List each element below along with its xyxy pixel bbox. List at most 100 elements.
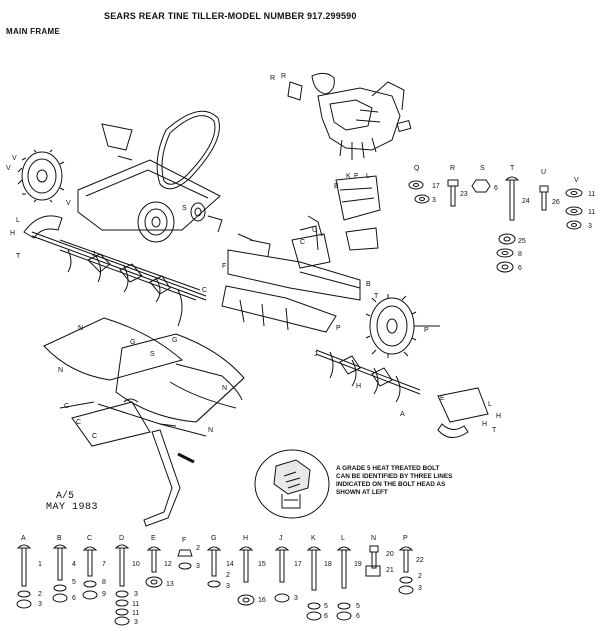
svg-text:22: 22 [416, 557, 424, 564]
svg-text:E: E [354, 173, 359, 180]
svg-text:L: L [341, 535, 345, 542]
svg-text:V: V [574, 177, 579, 184]
svg-text:4: 4 [72, 561, 76, 568]
svg-text:H: H [356, 383, 361, 390]
svg-text:12: 12 [164, 561, 172, 568]
svg-text:U: U [541, 169, 546, 176]
depth-bracket [299, 175, 381, 251]
svg-text:H: H [496, 413, 501, 420]
svg-text:K: K [311, 535, 316, 542]
svg-text:26: 26 [552, 199, 560, 206]
right-wheel [365, 294, 440, 358]
svg-text:S: S [480, 165, 485, 172]
svg-text:15: 15 [258, 561, 266, 568]
svg-text:T: T [510, 165, 515, 172]
svg-text:N: N [58, 367, 63, 374]
svg-text:A: A [400, 411, 405, 418]
left-wheel [17, 149, 65, 203]
svg-text:E: E [151, 535, 156, 542]
svg-text:L: L [366, 173, 370, 180]
svg-text:8: 8 [518, 251, 522, 258]
svg-text:F: F [182, 537, 186, 544]
svg-text:P: P [336, 325, 341, 332]
svg-text:2: 2 [226, 572, 230, 579]
svg-text:1: 1 [38, 561, 42, 568]
drive-belt [156, 110, 220, 190]
revision-date: MAY 1983 [46, 502, 99, 513]
svg-text:V: V [12, 155, 17, 162]
svg-text:T: T [492, 427, 497, 434]
svg-text:S: S [150, 351, 155, 358]
svg-text:C: C [202, 287, 207, 294]
svg-text:23: 23 [460, 191, 468, 198]
svg-text:2: 2 [38, 591, 42, 598]
svg-text:V: V [6, 165, 11, 172]
svg-text:D: D [119, 535, 124, 542]
bottom-hardware [16, 544, 414, 626]
revision-code: A/5 [56, 491, 75, 502]
svg-text:11: 11 [132, 610, 139, 617]
svg-text:C: C [92, 433, 97, 440]
svg-text:2: 2 [418, 573, 422, 580]
section-label: MAIN FRAME [6, 27, 61, 36]
svg-text:A: A [21, 535, 26, 542]
right-tine-assembly [315, 349, 489, 438]
svg-text:J: J [314, 351, 318, 358]
svg-text:3: 3 [134, 619, 138, 626]
svg-text:3: 3 [38, 601, 42, 608]
svg-text:3: 3 [588, 223, 592, 230]
svg-text:6: 6 [518, 265, 522, 272]
svg-text:N: N [371, 535, 376, 542]
svg-text:6: 6 [494, 185, 498, 192]
svg-text:3: 3 [418, 585, 422, 592]
grade5-bolt-head-icon [254, 449, 330, 519]
svg-text:G: G [130, 339, 135, 346]
svg-text:3: 3 [134, 591, 138, 598]
svg-text:R: R [270, 75, 275, 82]
svg-text:2: 2 [196, 545, 200, 552]
svg-text:F: F [222, 263, 226, 270]
svg-text:19: 19 [354, 561, 362, 568]
svg-text:E: E [440, 395, 445, 402]
pulley [137, 201, 253, 243]
page-title: SEARS REAR TINE TILLER-MODEL NUMBER 917.… [104, 11, 357, 21]
belt-guard [77, 123, 221, 231]
svg-text:17: 17 [294, 561, 302, 568]
svg-text:3: 3 [196, 563, 200, 570]
svg-text:T: T [374, 293, 379, 300]
svg-text:11: 11 [588, 209, 595, 216]
svg-text:17: 17 [432, 183, 440, 190]
svg-text:B: B [57, 535, 62, 542]
svg-text:11: 11 [132, 601, 139, 608]
svg-text:G: G [172, 337, 177, 344]
svg-text:20: 20 [386, 551, 394, 558]
svg-text:C: C [64, 403, 69, 410]
svg-text:16: 16 [258, 597, 266, 604]
svg-text:14: 14 [226, 561, 234, 568]
svg-text:21: 21 [386, 567, 394, 574]
svg-text:3: 3 [432, 197, 436, 204]
svg-text:J: J [279, 535, 283, 542]
svg-text:H: H [482, 421, 487, 428]
svg-text:T: T [16, 253, 21, 260]
svg-text:R: R [281, 73, 286, 80]
svg-text:L: L [16, 217, 20, 224]
svg-text:H: H [243, 535, 248, 542]
svg-text:C: C [87, 535, 92, 542]
svg-text:7: 7 [102, 561, 106, 568]
svg-text:U: U [312, 227, 317, 234]
svg-text:8: 8 [102, 579, 106, 586]
svg-text:10: 10 [132, 561, 140, 568]
svg-text:24: 24 [522, 198, 530, 205]
svg-text:C: C [300, 239, 305, 246]
svg-text:6: 6 [72, 595, 76, 602]
svg-text:25: 25 [518, 238, 526, 245]
svg-text:9: 9 [102, 591, 106, 598]
svg-text:N: N [208, 427, 213, 434]
svg-text:3: 3 [226, 583, 230, 590]
svg-text:B: B [334, 183, 339, 190]
svg-text:L: L [488, 401, 492, 408]
svg-text:5: 5 [72, 579, 76, 586]
